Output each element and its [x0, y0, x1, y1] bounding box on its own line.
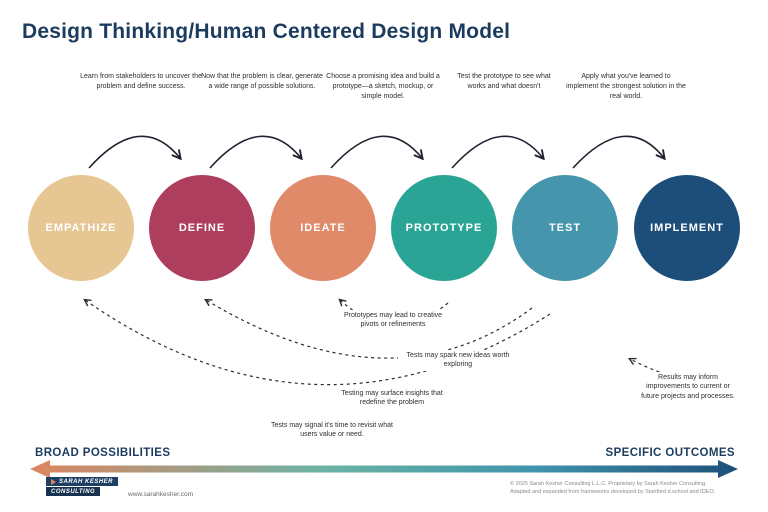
logo-name-text: SARAH KESHER — [59, 478, 114, 485]
transition-note-empathize-define: Learn from stakeholders to uncover the p… — [80, 73, 202, 90]
website-link[interactable]: www.sarahkesher.com — [128, 491, 194, 498]
stage-label-test: TEST — [548, 222, 582, 234]
stage-circle-test: TEST — [512, 175, 618, 281]
logo-name-banner: SARAH KESHER — [46, 477, 119, 486]
feedback-note-implement-results: Results may inform improvements to curre… — [637, 372, 739, 403]
copyright-line-2: Adapted and expanded from frameworks dev… — [510, 489, 716, 496]
feedback-note-test-ideate: Tests may spark new ideas worth explorin… — [398, 350, 518, 371]
transition-note-test-implement: Apply what you've learned to implement t… — [566, 73, 686, 100]
copyright-text: © 2025 Sarah Kesher Consulting L.L.C. Pr… — [510, 480, 740, 497]
feedback-note-prototype-ideate: Prototypes may lead to creative pivots o… — [337, 310, 449, 331]
page-title: Design Thinking/Human Centered Design Mo… — [22, 20, 511, 43]
axis-label-specific-outcomes: SPECIFIC OUTCOMES — [605, 447, 735, 459]
transition-note-ideate-prototype: Choose a promising idea and build a prot… — [326, 73, 440, 100]
stage-circle-prototype: PROTOTYPE — [391, 175, 497, 281]
stage-circle-implement: IMPLEMENT — [634, 175, 740, 281]
stage-label-prototype: PROTOTYPE — [405, 222, 483, 234]
stage-label-empathize: EMPATHIZE — [45, 222, 117, 234]
stage-label-define: DEFINE — [178, 222, 226, 234]
logo: SARAH KESHER CONSULTING — [46, 477, 122, 496]
transition-note-define-ideate: Now that the problem is clear, generate … — [201, 73, 323, 90]
stage-circle-define: DEFINE — [149, 175, 255, 281]
stage-label-ideate: IDEATE — [300, 222, 346, 234]
copyright-line-1: © 2025 Sarah Kesher Consulting L.L.C. Pr… — [510, 481, 707, 487]
transition-note-prototype-test: Test the prototype to see what works and… — [457, 73, 551, 90]
feedback-note-test-empathize: Tests may signal it's time to revisit wh… — [264, 420, 400, 441]
logo-arrow-icon — [51, 478, 56, 485]
logo-consulting-text: CONSULTING — [51, 488, 96, 495]
logo-consulting-banner: CONSULTING — [46, 487, 101, 496]
stage-circle-empathize: EMPATHIZE — [28, 175, 134, 281]
axis-label-broad-possibilities: BROAD POSSIBILITIES — [35, 447, 171, 459]
stage-label-implement: IMPLEMENT — [650, 222, 724, 234]
stage-circle-ideate: IDEATE — [270, 175, 376, 281]
feedback-note-test-define: Testing may surface insights that redefi… — [329, 388, 455, 409]
